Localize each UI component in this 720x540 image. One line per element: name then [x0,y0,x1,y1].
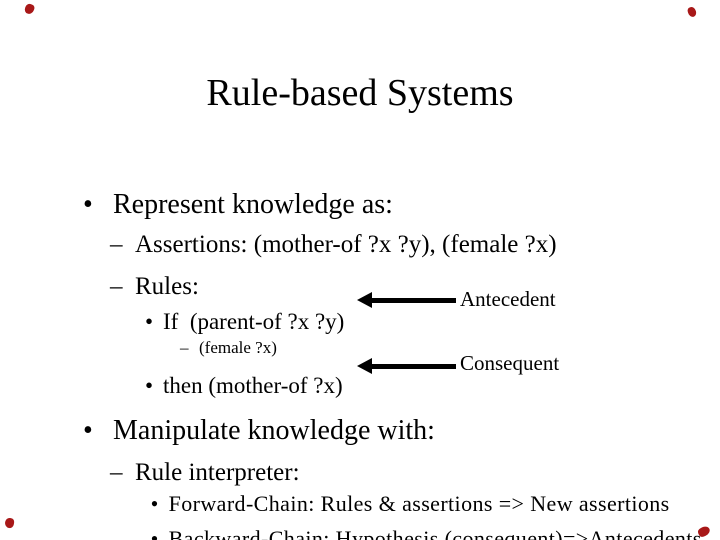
sub-item-if-antecedent: • If (parent-of ?x ?y) [122,287,344,356]
sub-item-rules: –Rules: [85,249,199,324]
line-text: Represent knowledge as: [113,189,393,220]
sub-item-assertions: –Assertions: (mother-of ?x ?y), (female … [85,207,557,282]
sub-item-then-consequent: • then (mother-of ?x) [122,351,343,420]
bullet-manipulate-knowledge: • Manipulate knowledge with: [55,389,435,473]
line-text: Backward-Chain: Hypothesis (consequent)=… [168,526,702,540]
corner-pen-mark-bottom-left [4,517,15,529]
corner-pen-mark-top-right [686,6,698,18]
slide-title: Rule-based Systems [206,72,514,114]
arrow-shaft [370,298,456,303]
bullet-icon: • [83,189,93,220]
bullet-represent-knowledge: • Represent knowledge as: [55,163,393,247]
sub-item-rule-interpreter: –Rule interpreter: [85,435,300,510]
line-text: then (mother-of ?x) [163,373,343,398]
bullet-icon: • [145,373,154,398]
consequent-label: Consequent [460,351,560,375]
line-text: Assertions: (mother-of ?x ?y), (female ?… [135,231,557,258]
line-text: Forward-Chain: Rules & assertions => New… [168,491,670,516]
dash-icon: – [180,338,189,357]
dash-icon: – [110,231,123,258]
sub-item-forward-chain: • Forward-Chain: Rules & assertions => Ne… [127,471,670,537]
arrow-left-icon [357,358,372,374]
arrow-shaft [370,364,456,369]
line-text: Manipulate knowledge with: [113,415,435,446]
line-text: (female ?x) [199,338,277,357]
line-text: Rules: [135,273,199,300]
bullet-icon: • [83,415,93,446]
sub-item-female: –(female ?x) [163,322,277,373]
corner-pen-mark-top-left [23,2,36,16]
dash-icon: – [110,273,123,300]
sub-item-backward-chain: • Backward-Chain: Hypothesis (consequent)… [127,506,702,540]
bullet-icon: • [145,309,154,334]
line-text: Rule interpreter: [135,459,300,486]
antecedent-label: Antecedent [460,287,556,311]
bullet-icon: • [150,526,159,540]
bullet-icon: • [150,491,159,516]
line-text: If (parent-of ?x ?y) [163,309,345,334]
arrow-left-icon [357,292,372,308]
dash-icon: – [110,459,123,486]
